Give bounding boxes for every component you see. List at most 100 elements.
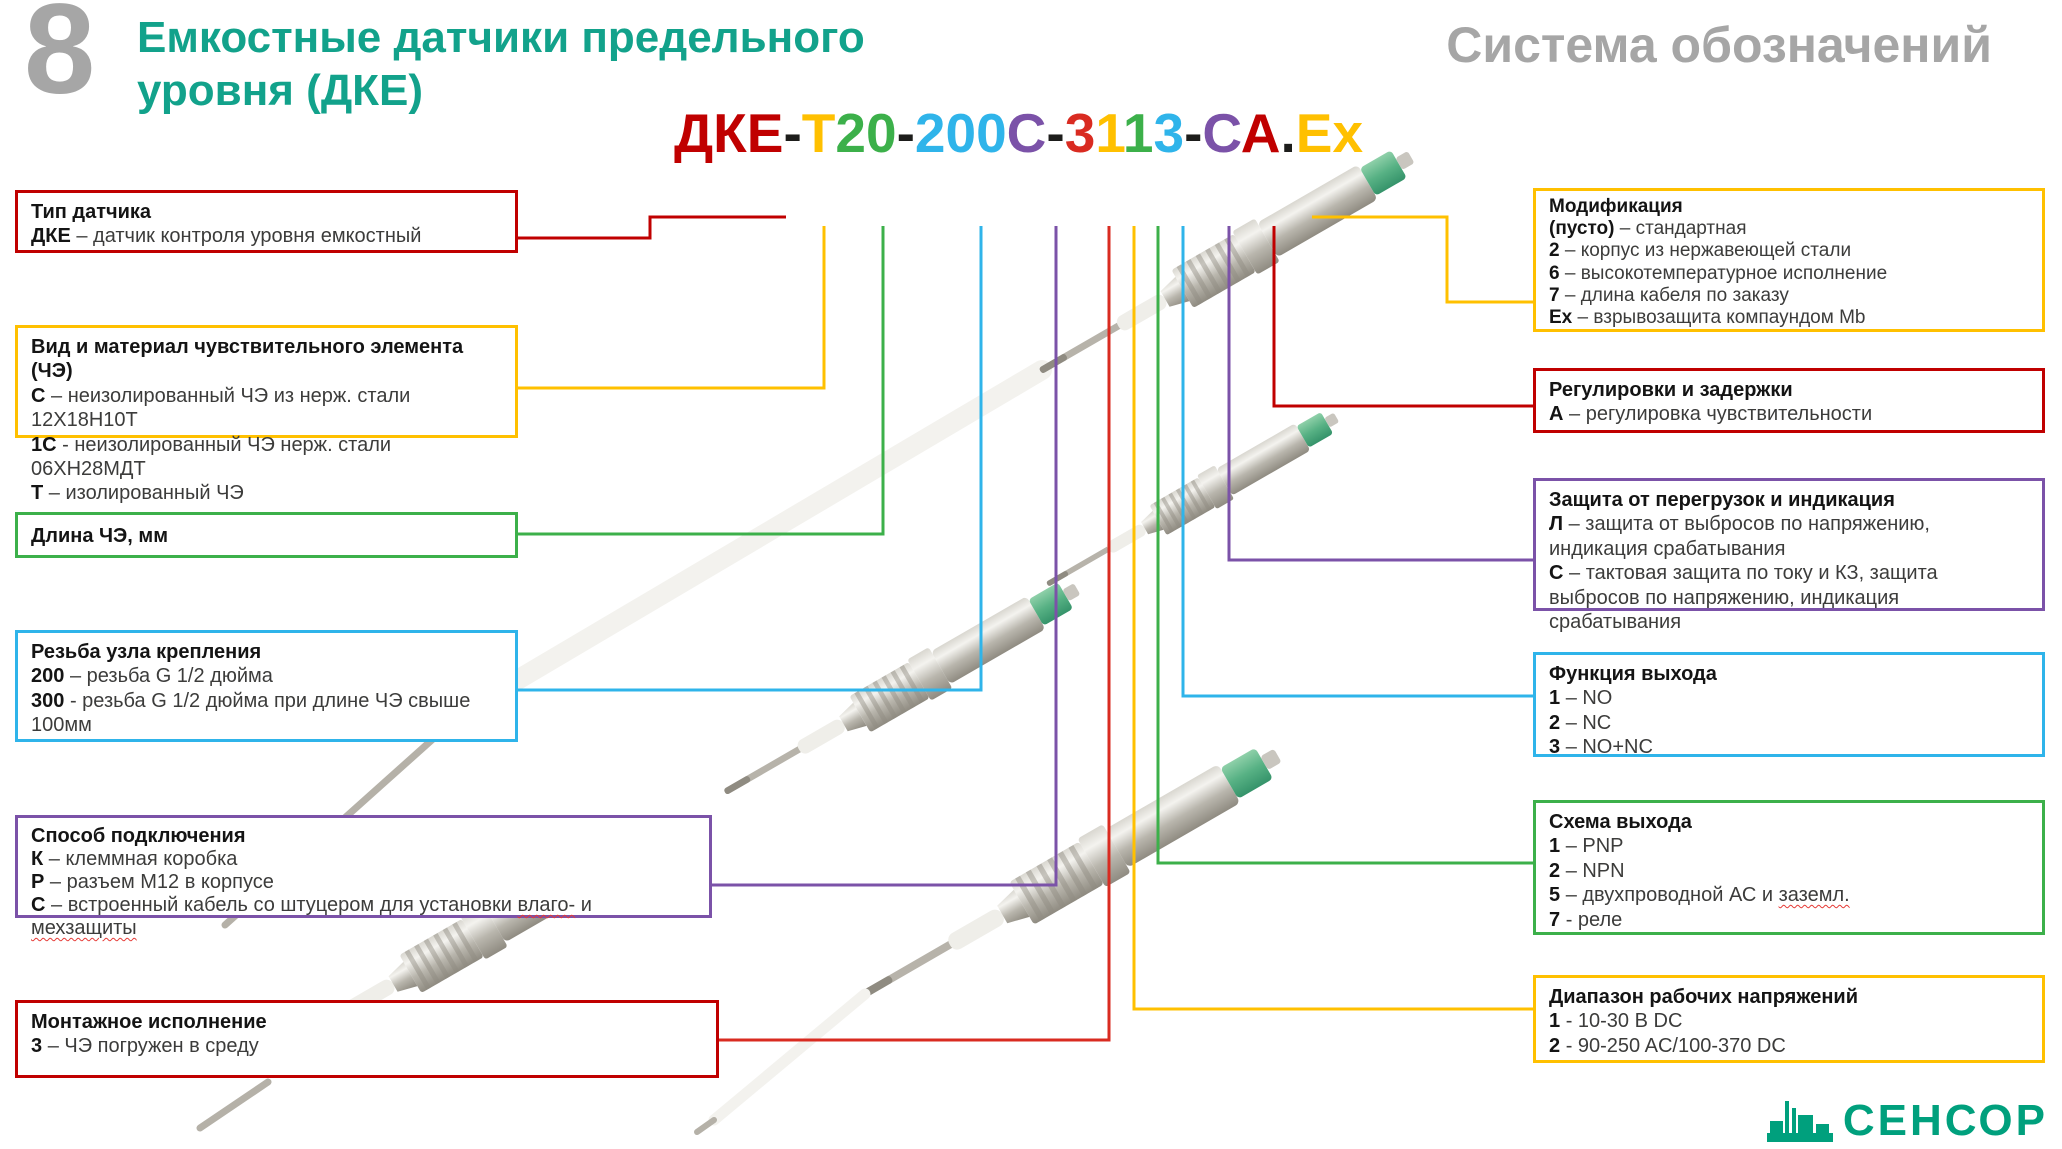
box-mounting: Монтажное исполнение 3 – ЧЭ погружен в с…: [15, 1000, 719, 1078]
box-title: Длина ЧЭ, мм: [31, 525, 168, 547]
box-line: А – регулировка чувствительности: [1549, 402, 2029, 426]
code-segment: 20: [835, 102, 897, 164]
box-protection: Защита от перегрузок и индикация Л – защ…: [1533, 478, 2045, 633]
line-key: К: [31, 848, 44, 870]
box-line: Л – защита от выбросов по напряжению, ин…: [1549, 512, 2029, 561]
box-element-length: Длина ЧЭ, мм: [15, 512, 518, 558]
code-segment: .: [1280, 102, 1296, 164]
connector-connection-method: [710, 226, 1058, 887]
line-text: и: [580, 894, 592, 916]
box-title: Монтажное исполнение: [31, 1011, 267, 1033]
line-text: – взрывозащита компаундом Mb: [1577, 307, 1866, 329]
line-key: (пусто): [1549, 218, 1615, 240]
box-adjustments: Регулировки и задержки А – регулировка ч…: [1533, 368, 2045, 433]
box-voltage-range: Диапазон рабочих напряжений 1 - 10-30 В …: [1533, 975, 2045, 1063]
page-title-line2: уровня (ДКЕ): [137, 65, 424, 115]
box-title: Функция выхода: [1549, 663, 1717, 685]
line-text: – регулировка чувствительности: [1569, 403, 1873, 426]
code-segment: С: [1202, 102, 1241, 164]
box-line: 200 – резьба G 1/2 дюйма: [31, 664, 502, 688]
box-title: Вид и материал чувствительного элемента …: [31, 336, 464, 383]
misspelled-word: заземл.: [1778, 884, 1850, 907]
line-key: 1С: [31, 433, 57, 456]
line-text: – NC: [1565, 711, 1612, 734]
box-title: Резьба узла крепления: [31, 641, 262, 663]
line-text: – NPN: [1565, 859, 1625, 882]
line-text: – высокотемпературное исполнение: [1564, 262, 1888, 284]
box-line: 5 – двухпроводной АС и заземл.: [1549, 883, 2029, 907]
box-output-function: Функция выхода 1 – NO 2 – NC 3 – NO+NC: [1533, 652, 2045, 759]
line-text: – датчик контроля уровня емкостный: [76, 225, 422, 248]
misspelled-word: мехзащиты: [31, 917, 137, 939]
factory-icon: [1766, 1101, 1833, 1142]
section-number: 8: [24, 0, 96, 121]
line-key: С: [31, 384, 46, 407]
line-text: – NO: [1565, 687, 1613, 710]
line-text: – изолированный ЧЭ: [48, 482, 244, 505]
line-text: - неизолированный ЧЭ нерж. стали 06ХН28М…: [31, 433, 392, 480]
line-key: Т: [31, 482, 44, 505]
line-key: С: [31, 894, 46, 916]
box-line: 1 – NO: [1549, 686, 2029, 710]
line-key: 3: [31, 1035, 43, 1058]
box-title: Способ подключения: [31, 825, 246, 847]
box-title: Схема выхода: [1549, 811, 1692, 833]
connector-element-material: [516, 226, 826, 390]
box-line: ДКЕ – датчик контроля уровня емкостный: [31, 224, 502, 248]
page-title-line1: Емкостные датчики предельного: [137, 13, 865, 62]
line-key: Ex: [1549, 307, 1573, 329]
box-line: С – неизолированный ЧЭ из нерж. стали 12…: [31, 384, 502, 433]
line-text: – двухпроводной АС и: [1565, 884, 1774, 907]
line-key: 6: [1549, 262, 1560, 284]
line-text: – разъем М12 в корпусе: [49, 871, 274, 893]
line-key: А: [1549, 403, 1564, 426]
line-key: 5: [1549, 884, 1561, 907]
line-text: – неизолированный ЧЭ из нерж. стали 12Х1…: [31, 384, 411, 432]
code-segment: 3: [1064, 102, 1096, 164]
line-key: 7: [1549, 908, 1561, 931]
line-key: 2: [1549, 711, 1561, 734]
page-title: Емкостные датчики предельного уровня (ДК…: [137, 12, 865, 118]
sensor-photo-4: [694, 731, 1292, 1135]
box-line: Р – разъем М12 в корпусе: [31, 871, 696, 894]
line-text: - реле: [1565, 908, 1623, 931]
code-segment: А: [1240, 102, 1281, 164]
box-line: К – клеммная коробка: [31, 848, 696, 871]
line-text: – защита от выбросов по напряжению, инди…: [1549, 513, 1930, 560]
box-line: 3 – NO+NC: [1549, 735, 2029, 759]
line-text: – резьба G 1/2 дюйма: [69, 665, 273, 688]
line-key: 1: [1549, 1010, 1561, 1033]
connector-protection: [1227, 226, 1537, 562]
line-text: – стандартная: [1619, 218, 1747, 240]
line-key: Л: [1549, 513, 1564, 536]
connector-element-length: [516, 226, 885, 536]
box-line: 7 - реле: [1549, 908, 2029, 932]
code-segment: -: [783, 102, 802, 164]
line-key: 7: [1549, 284, 1560, 306]
connector-adjustments: [1272, 226, 1537, 408]
connector-output-function: [1181, 226, 1537, 698]
code-segment: 200: [914, 102, 1007, 164]
code-segment: -: [1046, 102, 1065, 164]
box-modification: Модификация (пусто) – стандартная 2 – ко…: [1533, 188, 2045, 332]
box-title: Регулировки и задержки: [1549, 379, 1793, 401]
code-segment: 3: [1153, 102, 1185, 164]
box-sensor-type: Тип датчика ДКЕ – датчик контроля уровня…: [15, 190, 518, 253]
line-text: – ЧЭ погружен в среду: [47, 1035, 259, 1058]
box-line: 300 - резьба G 1/2 дюйма при длине ЧЭ св…: [31, 689, 502, 738]
code-segment: ДКЕ: [674, 102, 784, 164]
box-line: Ex – взрывозащита компаундом Mb: [1549, 307, 2029, 329]
box-line: 2 – NPN: [1549, 859, 2029, 883]
code-segment: -: [896, 102, 915, 164]
box-line: 2 – NC: [1549, 711, 2029, 735]
line-text: – клеммная коробка: [48, 848, 238, 870]
designation-system-heading: Система обозначений: [1446, 17, 1992, 73]
line-text: - резьба G 1/2 дюйма при длине ЧЭ свыше …: [31, 689, 471, 737]
line-text: – длина кабеля по заказу: [1564, 284, 1789, 306]
line-key: ДКЕ: [31, 225, 71, 248]
connector-mounting: [717, 226, 1111, 1042]
box-line: Т – изолированный ЧЭ: [31, 481, 502, 505]
line-text: – корпус из нержавеющей стали: [1564, 240, 1852, 262]
box-line: 2 - 90-250 AC/100-370 DC: [1549, 1034, 2029, 1058]
